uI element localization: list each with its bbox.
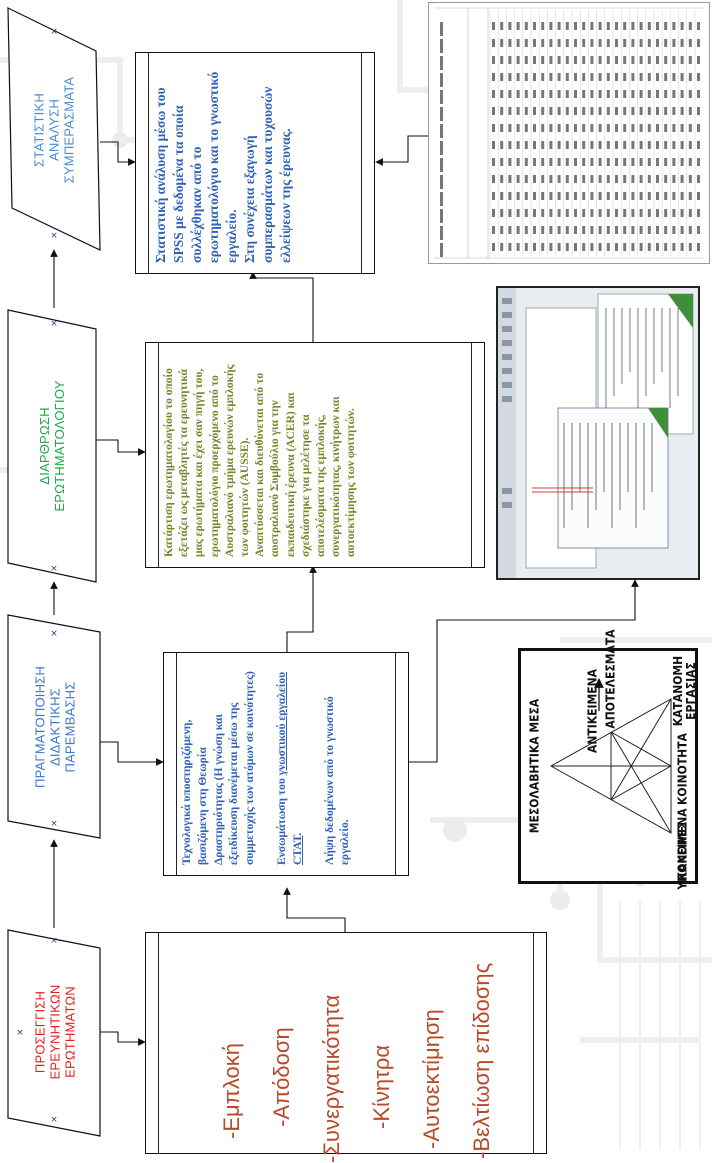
stage-label-line: ΕΡΩΤΗΜΑΤΩΝ	[62, 986, 78, 1078]
questionnaire-box: Κατάρτιση ερωτηματολογίου το οποίο εξετά…	[145, 342, 485, 568]
label-mediating-tools: ΜΕΣΟΛΑΒΗΤΙΚΑ ΜΕΣΑ	[527, 698, 542, 834]
questionnaire-paragraph: Αναπτύσσεται και διευθύνεται από το αυστ…	[254, 372, 358, 557]
stage-shape-questionnaire	[7, 309, 97, 583]
stage-label-research-questions: ΠΡΟΣΕΓΓΙΣΗ ΕΡΕΥΝΗΤΙΚΩΝ ΕΡΩΤΗΜΑΤΩΝ	[33, 985, 78, 1080]
stage-label-line: ΣΤΑΤΙΣΤΙΚΗ	[31, 93, 47, 167]
stage-marker: ×	[50, 819, 58, 829]
spss-table-thumbnail	[428, 2, 710, 264]
arrow-stage4-to-statistics	[100, 141, 136, 166]
label-objects: ΑΝΤΙΚΕΙΜΕΝΑ	[585, 668, 600, 754]
variable-item: -Εμπλοκή	[219, 1043, 244, 1139]
ctat-screenshot-thumbnail	[496, 286, 700, 580]
statistics-box: Στατιστική ανάλυση μέσω του SPSS με δεδο…	[135, 52, 375, 274]
intervention-paragraph: Ενσωμάτωση του γνωστικού εργαλείου CTAT.	[275, 671, 304, 865]
questionnaire-paragraph: Κατάρτιση ερωτηματολογίου το οποίο εξετά…	[163, 364, 252, 557]
stage-label-line: ΠΡΟΣΕΓΓΙΣΗ	[32, 990, 48, 1074]
stage-label-statistics: ΣΤΑΤΙΣΤΙΚΗ ΑΝΑΛΥΣΗ ΣΥΜΠΕΡΑΣΜΑΤΑ	[32, 77, 77, 184]
stage-label-line: ΔΙΔΑΚΤΙΚΗΣ	[47, 688, 63, 766]
stage-label-line: ΣΥΜΠΕΡΑΣΜΑΤΑ	[61, 76, 77, 184]
variable-item: -Αυτοεκτίμηση	[419, 1009, 444, 1149]
arrow-intervention-to-questionnaire	[286, 565, 317, 652]
label-division-of-labor: ΚΑΤΑΝΟΜΗ ΕΡΓΑΣΙΑΣ	[671, 655, 698, 727]
intervention-text: Τεχνολογικά υποστηριζόμενη, βασιζόμενη σ…	[180, 665, 354, 865]
arrow-variables-to-intervention	[283, 887, 346, 932]
stage-label-line: ΠΡΑΓΜΑΤΟΠΟΙΗΣΗ	[32, 665, 48, 789]
stage-marker: ×	[50, 936, 58, 946]
stage-marker: ×	[50, 564, 58, 574]
arrow-stage1-to-variables	[100, 1031, 146, 1046]
stage-label-questionnaire: ΔΙΑΡΘΡΩΣΗ ΕΡΩΤΗΜΑΤΟΛΟΓΙΟΥ	[37, 380, 67, 511]
stage-shape-research-questions	[7, 929, 101, 1137]
intervention-box: Τεχνολογικά υποστηριζόμενη, βασιζόμενη σ…	[163, 652, 409, 876]
stage-marker: ×	[16, 1028, 24, 1038]
arrow-questionnaire-to-statistics	[249, 271, 314, 342]
activity-triangle-lines	[549, 678, 672, 834]
stage-marker: ×	[50, 629, 58, 639]
stage-marker: ×	[50, 27, 58, 37]
statistics-paragraph: Στη συνέχεια εξαγωγή συμπερασμάτων και τ…	[241, 86, 293, 263]
variable-item: -Κίνητρα	[369, 1044, 394, 1129]
stage-shape-intervention	[7, 614, 101, 839]
arrow-table-to-statistics	[375, 135, 428, 166]
stage-label-line: ΠΑΡΕΜΒΑΣΗΣ	[62, 681, 78, 773]
stage-label-line: ΑΝΑΛΥΣΗ	[46, 99, 62, 161]
stage-label-line: ΕΡΕΥΝΗΤΙΚΩΝ	[47, 984, 63, 1080]
label-rules: ΚΑΝΟΝΕΣ	[675, 821, 690, 881]
label-division-wrap: ΚΑΤΑΝΟΜΗ ΕΡΓΑΣΙΑΣ	[669, 656, 705, 726]
arrow-stage2-to-intervention	[100, 741, 164, 766]
label-outcomes: ΑΠΟΤΕΛΕΣΜΑΤΑ	[603, 629, 618, 729]
variable-item: -Βελτίωση επίδοσης	[469, 962, 494, 1159]
stage-label-line: ΔΙΑΡΘΡΩΣΗ	[37, 407, 52, 485]
stage-label-line: ΕΡΩΤΗΜΑΤΟΛΟΓΙΟΥ	[52, 380, 67, 512]
intervention-paragraph: Τεχνολογικά υποστηριζόμενη, βασιζόμενη σ…	[181, 671, 257, 865]
variable-item: -Συνεργατικότητα	[319, 994, 344, 1163]
variables-list: -Εμπλοκή -Απόδοση -Συνεργατικότητα -Κίνη…	[218, 949, 496, 1163]
stage-shape-statistics	[7, 7, 101, 251]
label-community: ΚΟΙΝΟΤΗΤΑ	[675, 733, 690, 805]
activity-theory-diagram: ΜΕΣΟΛΑΒΗΤΙΚΑ ΜΕΣΑ ΥΠΟΚΕΙΜΕΝΑ ΑΝΤΙΚΕΙΜΕΝΑ…	[518, 629, 698, 890]
variable-item: -Απόδοση	[269, 1027, 294, 1127]
stage-marker: ×	[50, 1115, 58, 1125]
statistics-text: Στατιστική ανάλυση μέσω του SPSS με δεδο…	[152, 63, 294, 263]
stage-marker: ×	[50, 231, 58, 241]
stage-label-intervention: ΠΡΑΓΜΑΤΟΠΟΙΗΣΗ ΔΙΔΑΚΤΙΚΗΣ ΠΑΡΕΜΒΑΣΗΣ	[33, 666, 78, 788]
intervention-paragraph: Λήψη δεδομένων από το γνωστικό εργαλείο.	[323, 696, 352, 865]
variables-box: -Εμπλοκή -Απόδοση -Συνεργατικότητα -Κίνη…	[145, 932, 547, 1163]
arrow-intervention-to-screenshot	[407, 579, 639, 763]
stage-marker: ×	[50, 319, 58, 329]
arrow-stage3-to-questionnaire	[96, 439, 146, 456]
questionnaire-text: Κατάρτιση ερωτηματολογίου το οποίο εξετά…	[162, 351, 360, 557]
statistics-paragraph: Στατιστική ανάλυση μέσω του SPSS με δεδο…	[153, 71, 240, 263]
